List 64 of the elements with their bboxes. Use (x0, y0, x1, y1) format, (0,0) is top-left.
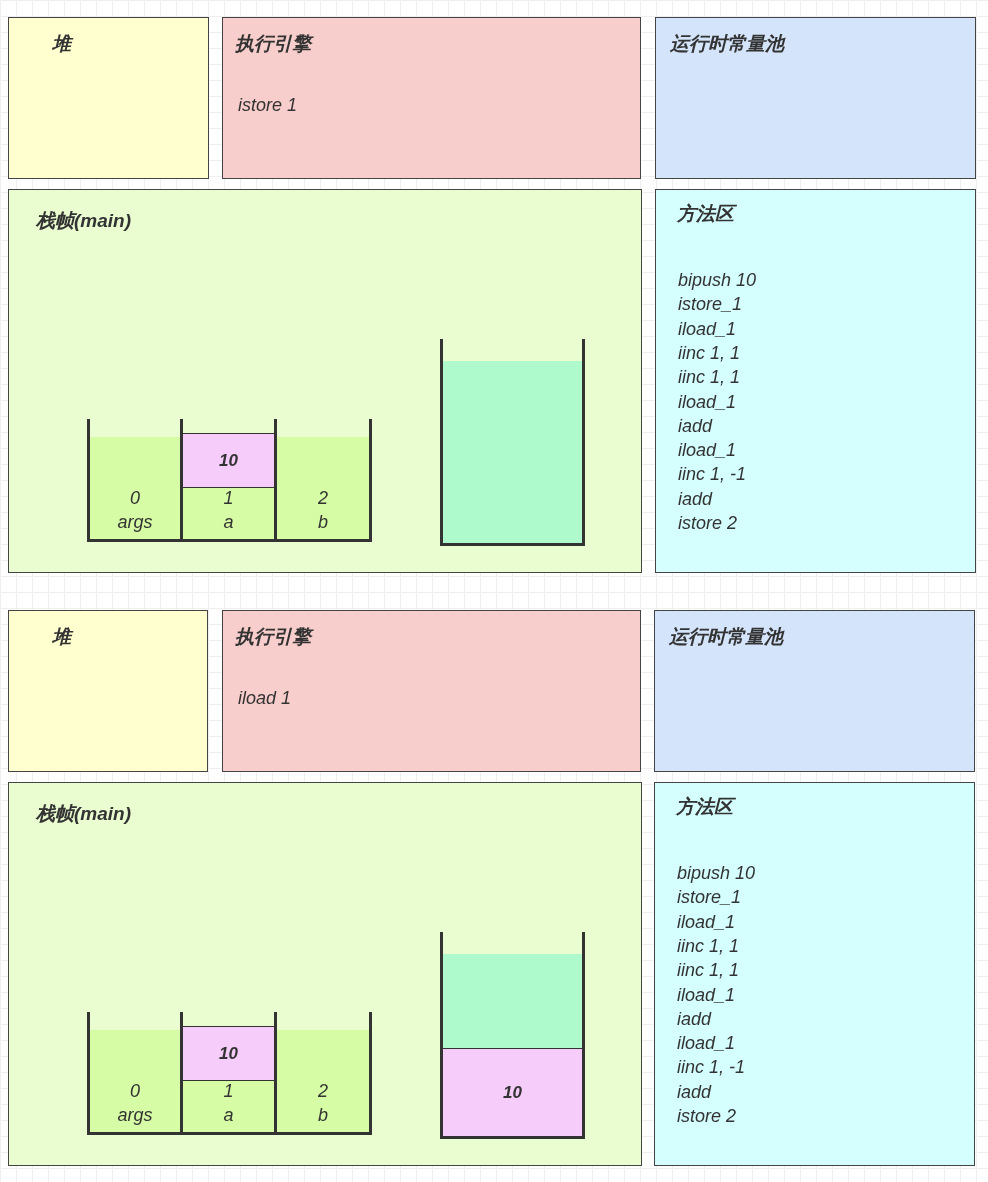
local-variable-slot (180, 419, 274, 542)
instruction-text: iinc 1, 1 (678, 366, 741, 389)
panel-title: 运行时常量池 (670, 33, 784, 55)
value-cell (183, 433, 274, 488)
instruction-text: istore 2 (677, 1105, 737, 1127)
slot-index: 1 (223, 1080, 234, 1102)
value-cell (183, 1026, 274, 1081)
instruction-text: iadd (678, 487, 713, 510)
variable-name: args (117, 511, 153, 533)
stack-frame-panel (8, 782, 642, 1166)
operand-stack-container (440, 339, 585, 546)
instruction-text: iadd (677, 1007, 712, 1030)
execution-engine-panel (222, 610, 641, 772)
instruction-text: iload_1 (678, 317, 737, 340)
instruction-text: bipush 10 (678, 269, 757, 291)
variable-name: b (318, 1104, 328, 1126)
instruction-text: bipush 10 (677, 862, 756, 884)
constant-pool-panel (654, 610, 975, 772)
instruction-text: iadd (678, 414, 713, 437)
panel-title: 运行时常量池 (669, 626, 783, 648)
execution-engine-panel (222, 17, 641, 179)
instruction-text: iinc 1, -1 (678, 463, 747, 486)
instruction-text: iinc 1, 1 (677, 934, 740, 957)
value-text: 10 (219, 449, 238, 472)
panel-title: 栈帧(main) (36, 803, 131, 825)
panel-title: 栈帧(main) (36, 210, 131, 232)
local-variable-slot (274, 419, 372, 542)
variable-name: args (117, 1104, 153, 1126)
heap-panel (8, 610, 208, 772)
slot-index: 2 (318, 1080, 328, 1102)
instruction-text: iload_1 (677, 983, 736, 1006)
instruction-text: istore 2 (678, 512, 738, 534)
heap-panel (8, 17, 209, 179)
instruction-text: iload_1 (678, 390, 737, 413)
method-area-panel (654, 782, 975, 1166)
local-variable-slot (87, 419, 180, 542)
constant-pool-panel (655, 17, 976, 179)
instruction-text: iinc 1, 1 (678, 341, 741, 364)
variable-name: b (318, 511, 328, 533)
slot-index: 2 (318, 487, 328, 509)
local-variable-slot (180, 1012, 274, 1135)
instruction-text: iload_1 (677, 1032, 736, 1055)
slot-index: 0 (130, 1080, 140, 1102)
instruction-text: iadd (677, 1080, 712, 1103)
operand-stack-container (440, 932, 585, 1139)
value-text: 10 (219, 1042, 238, 1065)
instruction-text: istore 1 (238, 94, 298, 116)
instruction-text: iinc 1, 1 (677, 959, 740, 982)
slot-index: 0 (130, 487, 140, 509)
slot-index: 1 (223, 487, 234, 509)
stack-value-cell (443, 1048, 582, 1136)
local-variable-slot (87, 1012, 180, 1135)
variable-name: a (223, 1104, 234, 1126)
instruction-text: iload_1 (678, 439, 737, 462)
stack-frame-panel (8, 189, 642, 573)
instruction-text: iload 1 (238, 687, 292, 709)
local-variable-slot (274, 1012, 372, 1135)
instruction-text: istore_1 (678, 293, 743, 316)
instruction-text: istore_1 (677, 886, 742, 909)
variable-name: a (223, 511, 234, 533)
value-text: 10 (503, 1081, 522, 1104)
method-area-panel (655, 189, 976, 573)
instruction-text: iinc 1, -1 (677, 1056, 746, 1079)
instruction-text: iload_1 (677, 910, 736, 933)
